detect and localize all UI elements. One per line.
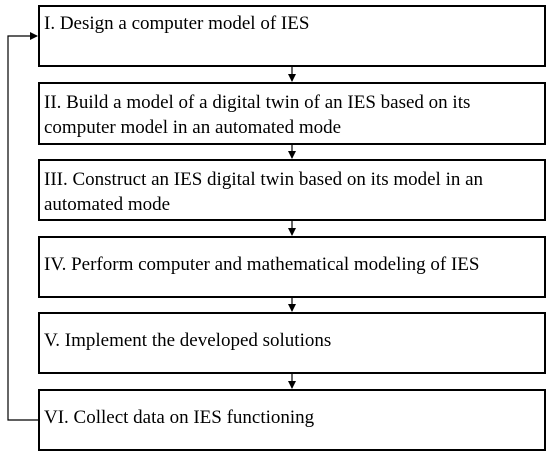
step-5-label: V. Implement the developed solutions bbox=[44, 329, 332, 351]
step-2-box: II. Build a model of a digital twin of a… bbox=[38, 82, 546, 145]
step-6-label: VI. Collect data on IES functioning bbox=[44, 406, 315, 428]
step-4-label: IV. Perform computer and mathematical mo… bbox=[44, 253, 480, 275]
step-2-label: II. Build a model of a digital twin of a… bbox=[44, 92, 471, 138]
step-6-box: VI. Collect data on IES functioning bbox=[38, 389, 546, 451]
step-3-label: III. Construct an IES digital twin based… bbox=[44, 169, 484, 215]
step-1-box: I. Design a computer model of IES bbox=[38, 5, 546, 67]
step-5-box: V. Implement the developed solutions bbox=[38, 312, 546, 374]
feedback-loop-arrow bbox=[7, 32, 38, 421]
step-4-box: IV. Perform computer and mathematical mo… bbox=[38, 236, 546, 298]
step-1-label: I. Design a computer model of IES bbox=[44, 12, 310, 34]
step-3-box: III. Construct an IES digital twin based… bbox=[38, 159, 546, 221]
